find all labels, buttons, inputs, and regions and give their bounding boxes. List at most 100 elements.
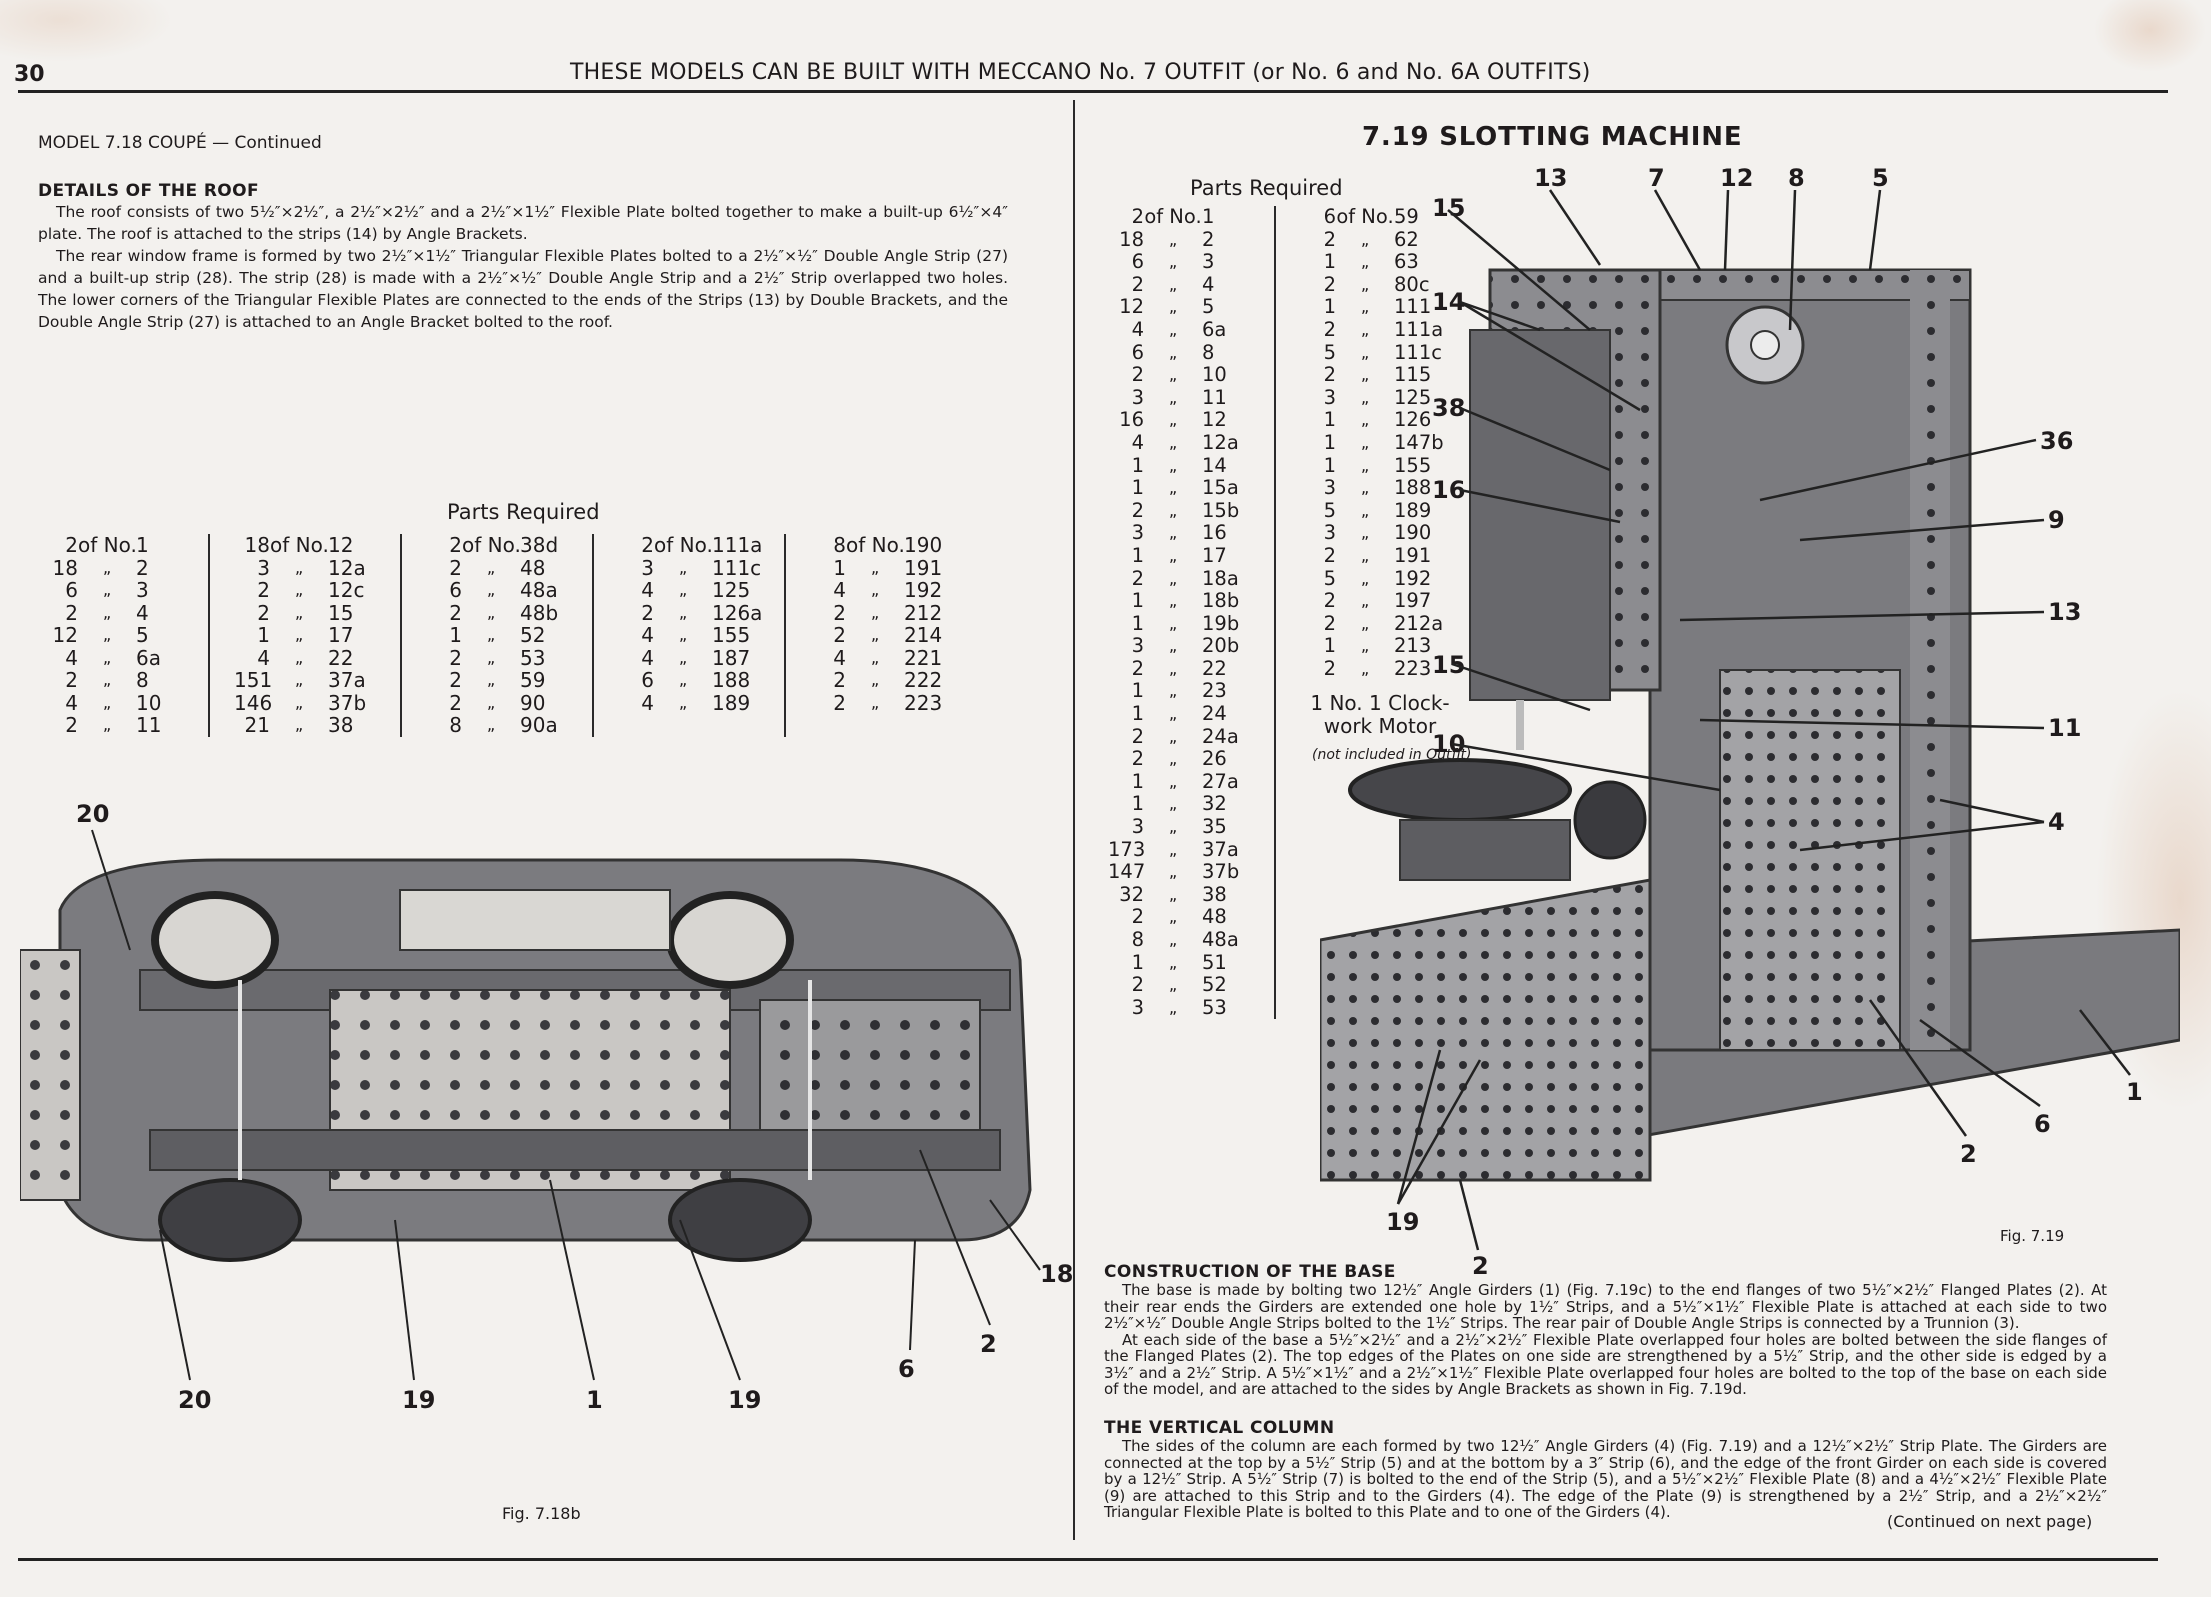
part-number: 59 [520,668,546,692]
coupe-callout: 20 [178,1386,212,1414]
part-quantity: 5 [1323,566,1336,590]
part-of-no: „ [102,715,112,734]
part-number: 212 [904,600,943,625]
page-number: 30 [14,62,45,87]
part-of-no: „ [102,602,112,622]
part-of-no: „ [1168,975,1178,995]
parts-row: 4„189 [618,691,760,715]
parts-row: 2„53 [426,646,568,670]
parts-row: 1„14 [1108,453,1250,478]
parts-row: 2„191 [1300,544,1472,568]
part-of-no: „ [678,670,688,689]
part-of-no: „ [486,625,496,644]
part-of-no: „ [678,647,688,667]
parts-row: 16„12 [1108,409,1250,432]
base-heading: CONSTRUCTION OF THE BASE [1104,1262,1396,1282]
part-quantity: 2 [257,578,270,602]
part-quantity: 4 [65,690,78,715]
part-number: 188 [712,668,751,692]
part-quantity: 1 [1131,679,1144,703]
part-number: 6a [1202,317,1227,341]
part-number: 26 [1202,747,1227,771]
part-number: 10 [1202,363,1227,387]
parts-row: 1„32 [1108,793,1250,816]
slotting-callout: 10 [1432,730,1466,758]
parts-row: 6„48a [426,579,568,602]
part-quantity: 6 [1323,205,1336,228]
part-quantity: 1 [1131,702,1144,726]
part-quantity: 2 [833,668,846,692]
part-number: 48a [1202,928,1239,951]
part-quantity: 2 [449,690,462,715]
part-number: 111a [712,533,763,557]
part-number: 12c [328,578,365,602]
part-quantity: 1 [1131,453,1144,477]
part-number: 37b [1202,860,1240,884]
part-quantity: 3 [641,555,654,580]
part-number: 190 [904,533,943,557]
part-number: 125 [1394,385,1432,409]
parts-title: Parts Required [447,500,600,524]
part-quantity: 8 [833,533,846,557]
part-quantity: 2 [1131,747,1144,771]
part-quantity: 1 [1323,453,1336,477]
part-of-no: „ [678,625,688,644]
part-of-no: of No. [270,533,329,557]
parts-row: 2„24a [1108,725,1250,749]
part-quantity: 2 [1131,363,1144,387]
part-quantity: 147 [1108,860,1146,884]
parts-row: 1„63 [1300,251,1472,274]
part-of-no: „ [1168,410,1178,430]
part-number: 12a [1202,430,1239,454]
roof-paragraph: The roof consists of two 5½″×2½″, a 2½″×… [38,203,1008,243]
slotting-callout: 19 [1386,1208,1420,1236]
part-of-no: „ [1360,568,1370,588]
part-quantity: 2 [1131,656,1144,680]
part-quantity: 2 [65,713,78,737]
slotting-callout: 8 [1788,164,1805,192]
part-number: 18a [1202,566,1239,590]
part-number: 20b [1202,634,1240,658]
parts-row: 2„115 [1300,364,1472,387]
part-of-no: „ [1168,568,1178,588]
part-of-no: „ [1168,771,1178,791]
part-number: 48a [520,578,558,602]
part-of-no: „ [1360,274,1370,294]
slotting-callout: 4 [2048,808,2065,836]
part-number: 24 [1202,702,1227,726]
part-quantity: 4 [1131,317,1144,341]
part-quantity: 2 [1131,205,1144,228]
part-of-no: „ [678,692,688,712]
part-quantity: 1 [1323,408,1336,432]
coupe-figure-caption: Fig. 7.18b [502,1504,581,1523]
part-quantity: 12 [1119,295,1144,319]
part-quantity: 2 [449,533,462,557]
parts-row: 173„37a [1108,838,1250,862]
parts-row: 2„12c [234,579,376,602]
part-number: 48 [1202,905,1227,929]
parts-title: Parts Required [1190,176,1343,200]
part-of-no: „ [1168,839,1178,859]
parts-row: 2„4 [1108,273,1250,297]
slotting-machine-illustration [1318,268,2182,1182]
part-of-no: „ [1168,545,1178,565]
parts-row: 1„15a [1108,477,1250,500]
base-construction-section: CONSTRUCTION OF THE BASE The base is mad… [1104,1262,2107,1398]
running-head: THESE MODELS CAN BE BUILT WITH MECCANO N… [570,60,1591,85]
slotting-machine-figure [1318,240,2182,1200]
part-number: 222 [904,668,943,692]
parts-row: 4„125 [618,579,760,602]
parts-row: 3„11 [1108,386,1250,410]
coupe-callout: 18 [1040,1260,1074,1288]
parts-row: 4„221 [810,646,952,670]
part-number: 4 [136,600,149,625]
parts-column-divider [1274,206,1276,1020]
part-of-no: „ [678,602,688,622]
part-number: 6a [136,645,161,670]
